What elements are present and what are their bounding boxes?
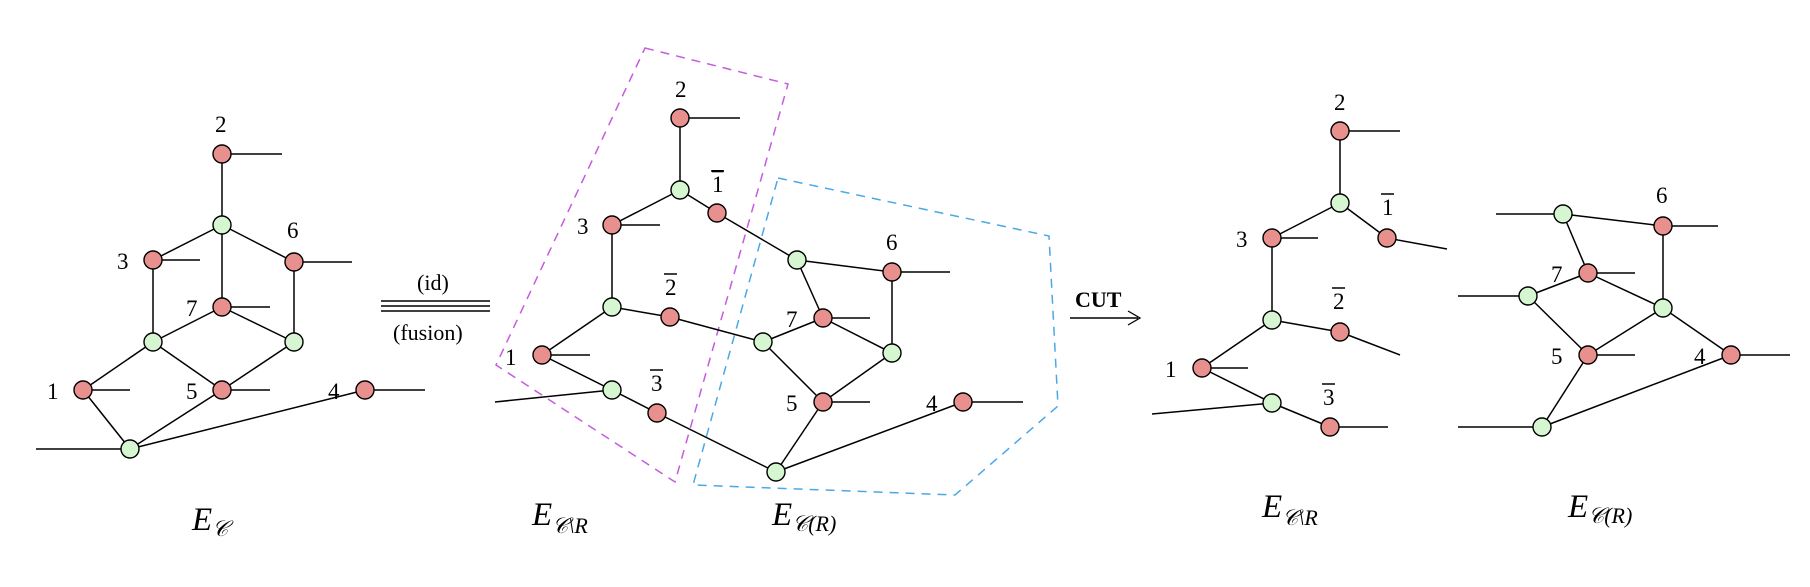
node-label-5: 5 xyxy=(1551,344,1563,369)
graph-partitioned: 2 1 3 6 2 7 1 3 5 4 E𝒞\R E𝒞(R) xyxy=(494,47,1059,538)
node-red xyxy=(1653,216,1673,236)
graph-full: 2 3 6 7 1 5 4 E𝒞 xyxy=(36,112,425,541)
node-label-7: 7 xyxy=(186,296,198,321)
node-green xyxy=(143,332,163,352)
node-red xyxy=(532,345,552,365)
node-label-7: 7 xyxy=(1551,262,1563,287)
node-red xyxy=(707,203,727,223)
node-label-1: 1 xyxy=(47,379,59,404)
cut-operator: CUT xyxy=(1070,287,1142,326)
node-green xyxy=(284,332,304,352)
node-red xyxy=(1320,417,1340,437)
node-red xyxy=(670,108,690,128)
node-red xyxy=(1330,322,1350,342)
node-label-6: 6 xyxy=(287,218,299,243)
node-label-3: 3 xyxy=(1236,227,1248,252)
node-green xyxy=(1262,393,1282,413)
node-green xyxy=(753,332,773,352)
graph-c-minus-r: 2 1 3 2 1 3 E𝒞\R xyxy=(1151,90,1448,530)
caption-e-c-of-r: E𝒞(R) xyxy=(771,497,836,536)
node-red xyxy=(1721,345,1741,365)
caption-e-c-minus-r: E𝒞\R xyxy=(1261,489,1318,530)
node-label-bar-3: 3 xyxy=(651,371,663,396)
node-label-bar-2: 2 xyxy=(665,275,677,300)
node-label-6: 6 xyxy=(1656,183,1668,208)
node-label-1: 1 xyxy=(1165,357,1177,382)
node-green xyxy=(787,250,807,270)
node-label-2: 2 xyxy=(1334,90,1346,115)
node-red xyxy=(1578,345,1598,365)
operation-label-fusion: (fusion) xyxy=(393,320,463,345)
node-green xyxy=(212,215,232,235)
node-red xyxy=(1262,228,1282,248)
region-c-minus-r xyxy=(495,47,789,484)
node-green xyxy=(1262,310,1282,330)
node-red xyxy=(813,308,833,328)
node-label-2: 2 xyxy=(215,112,227,137)
caption-e-c: E𝒞 xyxy=(191,502,234,541)
node-red xyxy=(212,297,232,317)
region-c-of-r xyxy=(692,177,1059,496)
node-red xyxy=(212,380,232,400)
node-label-6: 6 xyxy=(886,230,898,255)
node-green xyxy=(882,343,902,363)
node-red xyxy=(602,215,622,235)
node-label-2: 2 xyxy=(675,77,687,102)
node-label-4: 4 xyxy=(926,391,938,416)
node-red xyxy=(953,392,973,412)
node-red xyxy=(212,144,232,164)
node-green xyxy=(602,297,622,317)
node-label-1: 1 xyxy=(505,345,517,370)
node-red xyxy=(813,392,833,412)
node-green xyxy=(1330,193,1350,213)
node-label-5: 5 xyxy=(186,379,198,404)
node-red xyxy=(647,403,667,423)
node-label-bar-1: 1 xyxy=(712,172,724,197)
node-green xyxy=(1653,298,1673,318)
caption-e-c-of-r: E𝒞(R) xyxy=(1567,489,1632,528)
node-label-5: 5 xyxy=(786,391,798,416)
arrow-head-icon xyxy=(1127,310,1142,326)
node-red xyxy=(284,252,304,272)
node-red xyxy=(355,380,375,400)
node-green xyxy=(766,462,786,482)
node-green xyxy=(1553,204,1573,224)
node-label-4: 4 xyxy=(328,379,340,404)
node-label-bar-3: 3 xyxy=(1323,385,1335,410)
node-label-3: 3 xyxy=(117,249,129,274)
node-green xyxy=(1518,286,1538,306)
node-label-7: 7 xyxy=(786,307,798,332)
operation-label-id: (id) xyxy=(417,270,449,295)
node-red xyxy=(73,380,93,400)
caption-e-c-minus-r: E𝒞\R xyxy=(531,497,588,538)
node-green xyxy=(120,439,140,459)
node-label-3: 3 xyxy=(577,214,589,239)
node-green xyxy=(670,180,690,200)
node-red xyxy=(143,250,163,270)
graph-c-of-r: 6 7 5 4 E𝒞(R) xyxy=(1458,183,1790,528)
node-green xyxy=(1532,417,1552,437)
equivalence-operator: (id) (fusion) xyxy=(381,270,490,345)
cut-label: CUT xyxy=(1075,287,1122,312)
node-label-4: 4 xyxy=(1694,344,1706,369)
node-red xyxy=(1192,358,1212,378)
node-label-bar-2: 2 xyxy=(1333,289,1345,314)
node-red xyxy=(1330,121,1350,141)
node-red xyxy=(882,262,902,282)
node-green xyxy=(602,380,622,400)
node-red xyxy=(1377,228,1397,248)
node-label-bar-1: 1 xyxy=(1382,195,1394,220)
node-red xyxy=(660,307,680,327)
node-red xyxy=(1578,263,1598,283)
